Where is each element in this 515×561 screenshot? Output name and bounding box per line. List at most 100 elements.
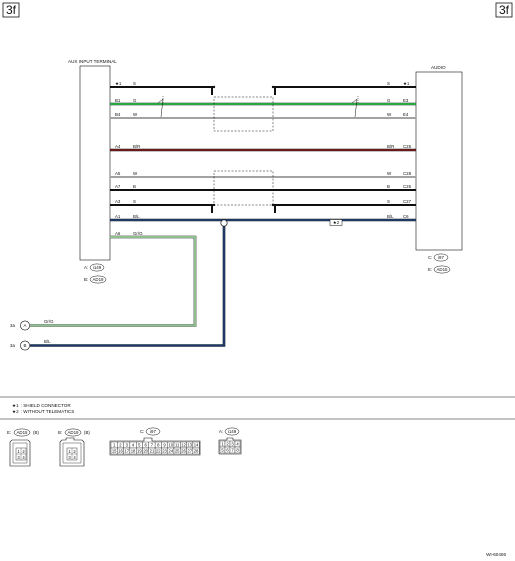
wire-left-pin: A1: [115, 214, 121, 219]
connector-cell: 1: [221, 442, 224, 447]
connector-cell: 22: [156, 449, 161, 454]
shield-arrows: [157, 96, 359, 118]
connector-cell: 7: [231, 448, 234, 453]
svg-text:E:: E:: [7, 430, 11, 435]
connector-cell: 4: [236, 442, 239, 447]
connector-cell: 16: [118, 449, 123, 454]
connector-cell: 5: [221, 448, 224, 453]
svg-text:3a: 3a: [10, 323, 15, 328]
svg-text:★1: SHIELD CONNECTOR: ★1: SHIELD CONNECTOR: [12, 403, 71, 408]
connector-cell: 18: [131, 449, 136, 454]
audio-box: [415, 71, 463, 251]
connector-cell: 6: [144, 443, 147, 448]
svg-text:i149: i149: [93, 265, 102, 270]
junction-dot: [271, 85, 275, 89]
svg-text:AD19: AD19: [93, 277, 105, 282]
wire-left-pin: B4: [115, 112, 121, 117]
legend-notes: ★1: SHIELD CONNECTOR ★2: WITHOUT TELEMAT…: [12, 403, 74, 414]
off-page-ref-b: 3a B B/L: [10, 339, 51, 351]
wire-right-pin: C6: [403, 214, 409, 219]
twisted-pair-box-upper: [213, 96, 274, 132]
connector-cell: 6: [226, 448, 229, 453]
splice-point: [220, 219, 228, 227]
twisted-pair-box-lower: [213, 170, 274, 206]
connector-cell: 3: [231, 442, 234, 447]
wire-right-pin: E4: [403, 112, 409, 117]
svg-text:3: 3: [68, 455, 71, 460]
wire-left-code: S: [133, 199, 136, 204]
connector-cell: 8: [236, 448, 239, 453]
svg-text:i97: i97: [438, 255, 444, 260]
wire-left-pin: ★1: [115, 81, 122, 86]
wire-left-pin: A5: [115, 171, 121, 176]
svg-text:2: 2: [73, 449, 76, 454]
wire-right-code: B/L: [387, 214, 394, 219]
svg-text:A:: A:: [219, 429, 223, 434]
svg-text:4: 4: [22, 455, 25, 460]
svg-text:B:: B:: [84, 277, 88, 282]
wire-right-code: B: [387, 184, 390, 189]
connector-cell: 20: [143, 449, 148, 454]
connector-cell: 8: [157, 443, 160, 448]
wire-right-pin: C27: [403, 199, 412, 204]
connector-cell: 10: [169, 443, 174, 448]
svg-text:i149: i149: [228, 429, 237, 434]
svg-text:C:: C:: [140, 429, 144, 434]
wire-right-pin: C28: [403, 171, 412, 176]
wire-7: A3 S S C27: [110, 199, 416, 213]
wire-left-pin: A4: [115, 144, 121, 149]
aux-connector-callouts: A: i149 B: AD19: [84, 263, 107, 284]
wire-right-pin: ★1: [403, 81, 410, 86]
right-page-badge: 3f: [495, 2, 513, 18]
left-page-badge: 3f: [2, 2, 20, 18]
wire-left-code: B/R: [133, 144, 140, 149]
connector-cell: 4: [132, 443, 135, 448]
wire-right-code: S: [387, 199, 390, 204]
connector-cell: 2: [226, 442, 229, 447]
wire-left-code: G: [133, 98, 137, 103]
splice-marker: ★2: [329, 219, 343, 226]
aux-terminal-title: AUX INPUT TERMINAL: [68, 59, 117, 64]
connector-cell: 28: [194, 449, 199, 454]
connector-cell: 23: [162, 449, 167, 454]
svg-text:★2: WITHOUT TELEMATICS: ★2: WITHOUT TELEMATICS: [12, 409, 74, 414]
svg-text:4: 4: [73, 455, 76, 460]
audio-title: AUDIO: [431, 65, 446, 70]
connector-cell: 26: [181, 449, 186, 454]
connector-cell: 7: [151, 443, 154, 448]
wire-left-code: W: [133, 171, 138, 176]
wire-left-pin: A3: [115, 199, 121, 204]
svg-text:B:: B:: [58, 430, 62, 435]
svg-text:B: B: [24, 343, 27, 348]
wire-left-code: Gr/G: [133, 231, 143, 236]
svg-text:(B): (B): [33, 430, 39, 435]
wire-5: A5 W W C28: [110, 171, 416, 178]
connector-cell: 25: [175, 449, 180, 454]
connector-cell: 21: [150, 449, 155, 454]
svg-text:1: 1: [68, 449, 71, 454]
wire-right-code: G: [387, 98, 391, 103]
wire-1: ★1 S S ★1: [110, 81, 416, 95]
wire-left-code: S: [133, 81, 136, 86]
connector-view-ad15: E: AD15 (B) 1 2 3 4: [7, 428, 39, 467]
svg-text:1: 1: [17, 449, 20, 454]
wire-bl-branch: [30, 220, 226, 347]
wire-left-code: B: [133, 184, 136, 189]
wire-right-code: S: [387, 81, 390, 86]
connector-cell: 17: [124, 449, 129, 454]
wire-left-pin: A7: [115, 184, 121, 189]
svg-text:A:: A:: [84, 265, 88, 270]
connector-cell: 2: [119, 443, 122, 448]
connector-cell: 27: [187, 449, 192, 454]
connector-cell: 24: [169, 449, 174, 454]
wire-right-code: W: [387, 171, 392, 176]
svg-text:2: 2: [22, 449, 25, 454]
figure-id: WI-60406: [486, 552, 506, 557]
